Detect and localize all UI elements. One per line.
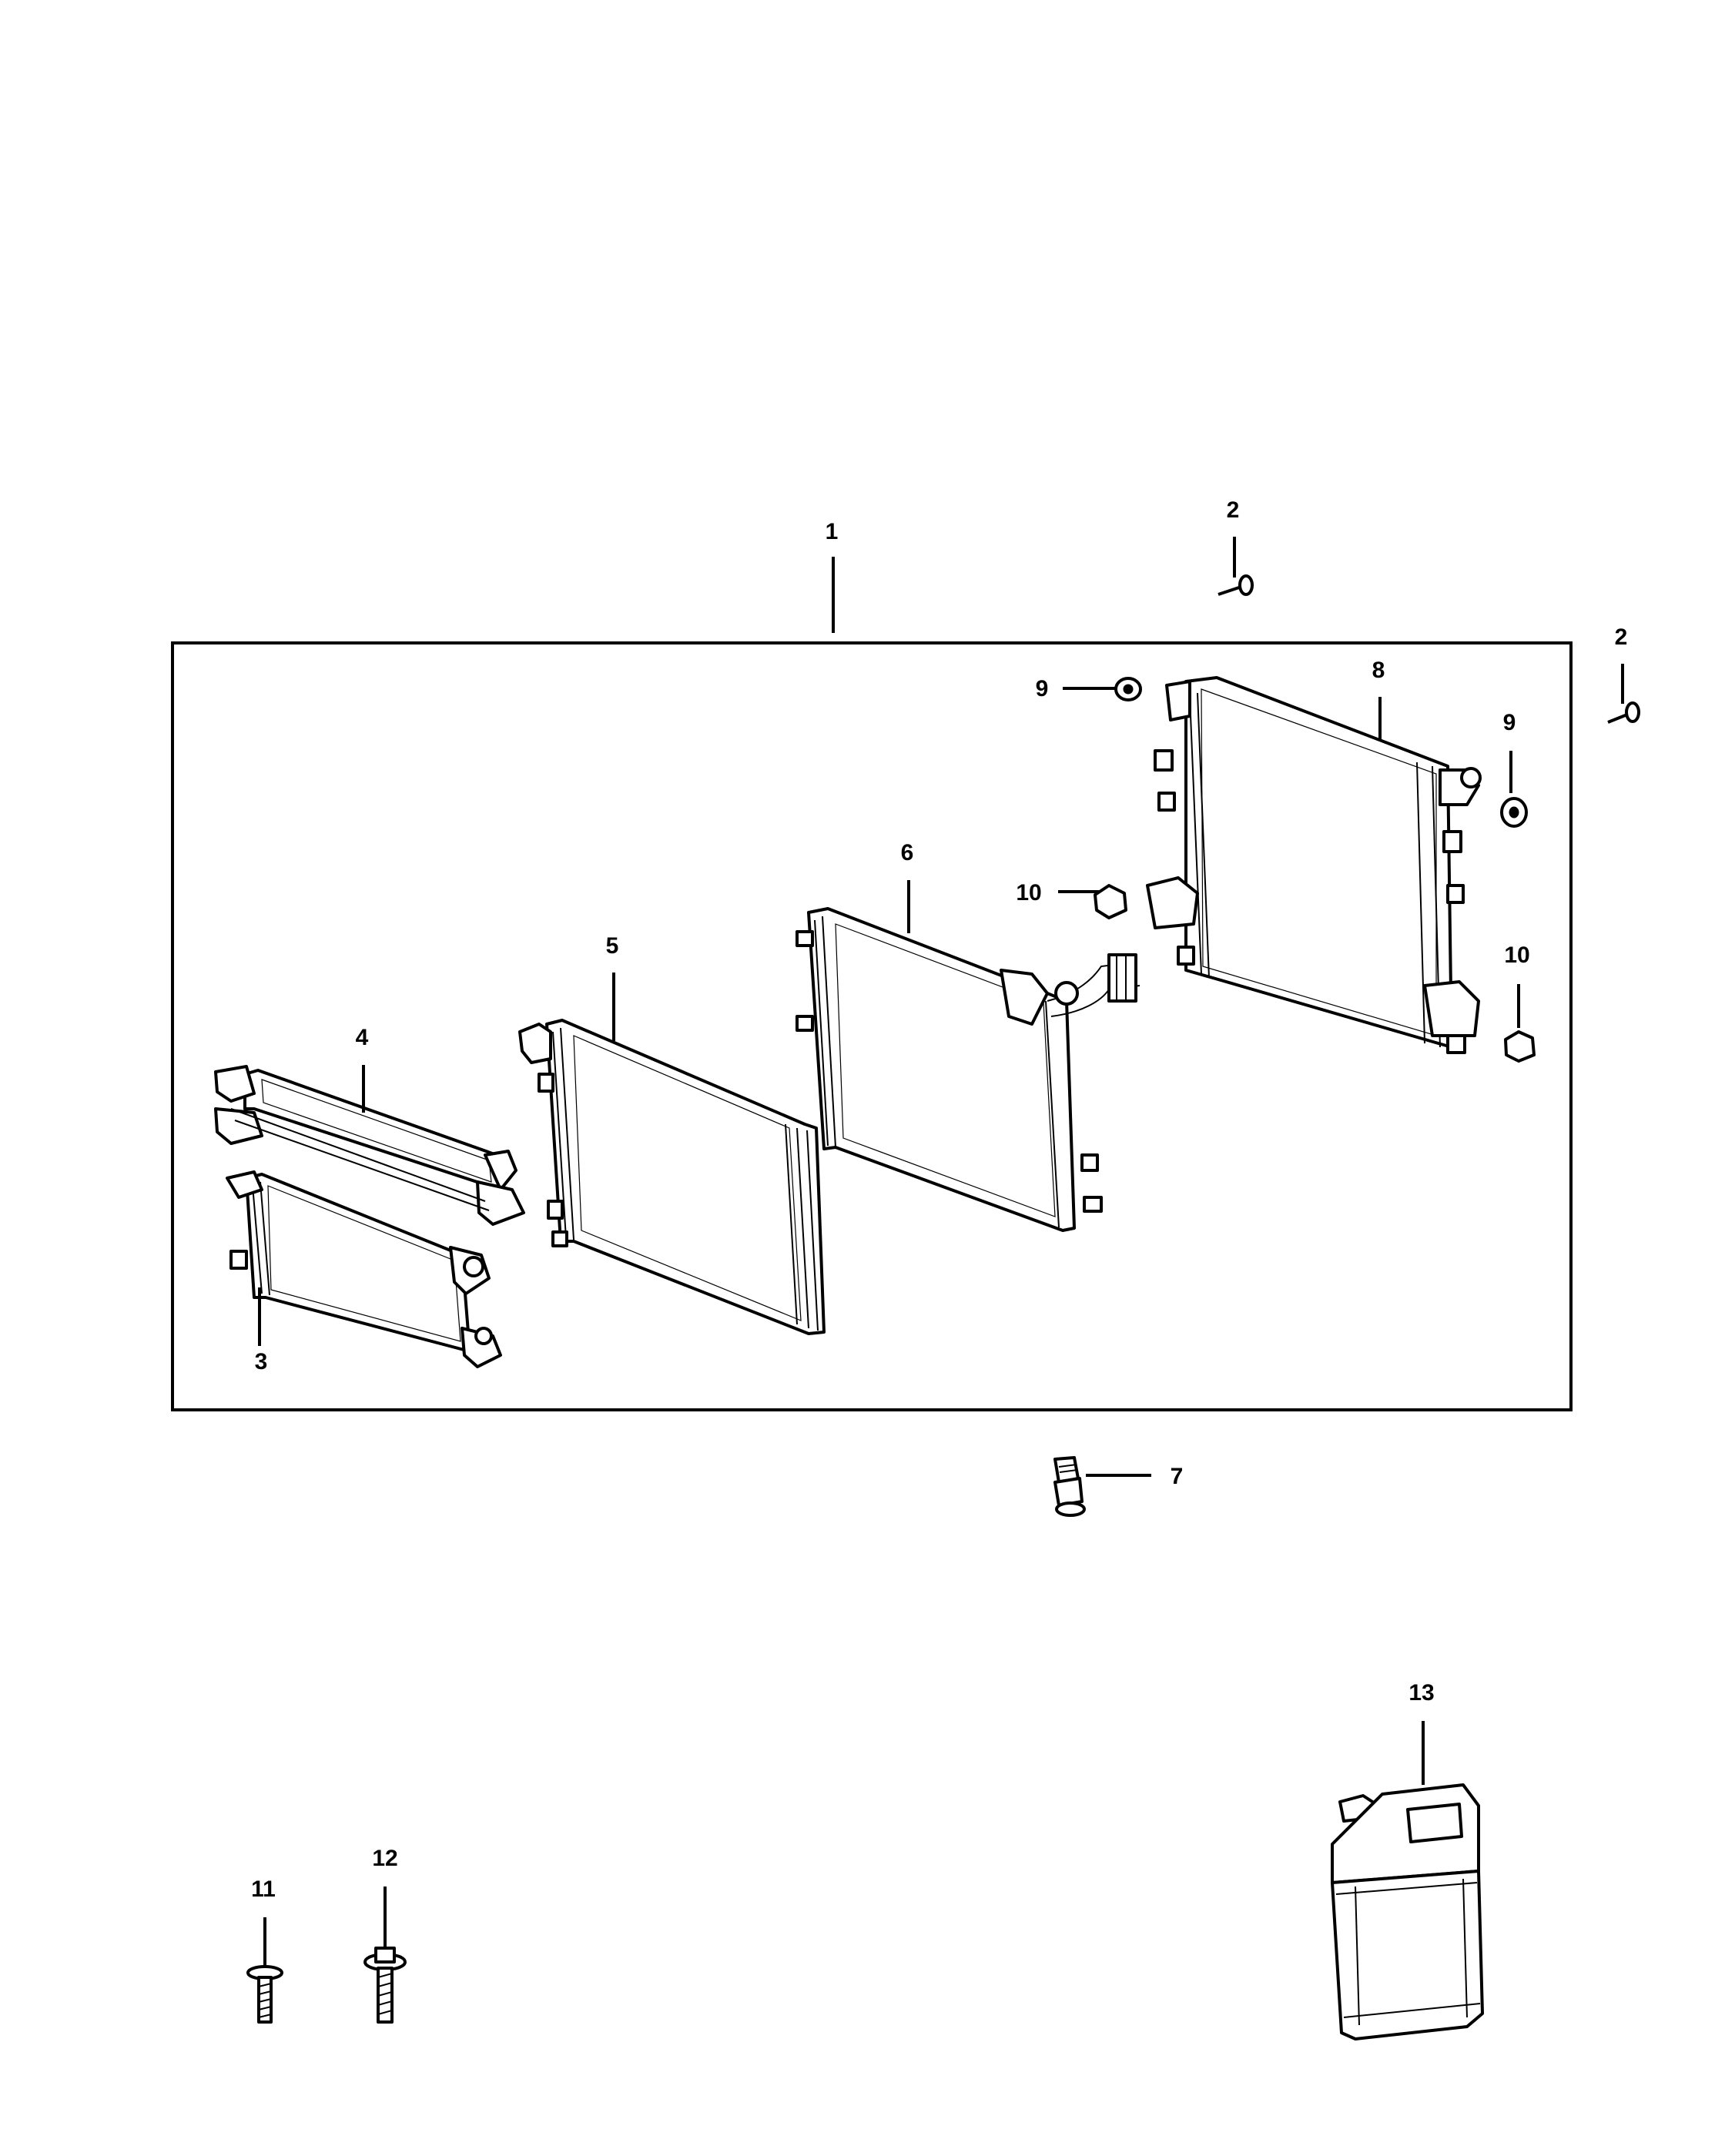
- callout-10-right[interactable]: 10: [1504, 942, 1529, 968]
- isolator-icon-right: [1500, 797, 1528, 828]
- clip-nut-icon-right: [1504, 1030, 1536, 1063]
- oil-cooler-upper-icon: [214, 1065, 525, 1226]
- drain-cock-icon: [1053, 1456, 1086, 1517]
- bolt-icon-12: [363, 1947, 407, 2024]
- callout-3[interactable]: 3: [255, 1349, 268, 1374]
- callout-8[interactable]: 8: [1372, 658, 1385, 683]
- isolator-icon-top: [1114, 677, 1142, 701]
- screw-icon-11: [246, 1965, 283, 2024]
- radiator-icon: [1146, 676, 1482, 1054]
- callout-1[interactable]: 1: [826, 519, 839, 544]
- callout-5[interactable]: 5: [606, 933, 619, 959]
- condenser-icon: [796, 907, 1141, 1232]
- clip-nut-icon-center: [1094, 884, 1127, 919]
- callout-11[interactable]: 11: [251, 1876, 276, 1902]
- callout-6[interactable]: 6: [901, 840, 914, 865]
- coolant-jug-icon: [1331, 1783, 1484, 2040]
- push-pin-icon-right: [1607, 701, 1640, 724]
- aux-cooler-lower-icon: [226, 1170, 502, 1368]
- callout-13[interactable]: 13: [1408, 1680, 1434, 1706]
- callout-10-center[interactable]: 10: [1016, 880, 1041, 906]
- callout-7[interactable]: 7: [1171, 1464, 1184, 1489]
- callout-4[interactable]: 4: [356, 1025, 369, 1050]
- push-pin-icon-top: [1218, 574, 1254, 596]
- callout-12[interactable]: 12: [372, 1846, 397, 1871]
- cooler-core-icon: [518, 1019, 826, 1335]
- assembly-box: [171, 641, 1573, 1411]
- callout-2-right[interactable]: 2: [1615, 624, 1628, 650]
- callout-9-right[interactable]: 9: [1503, 710, 1516, 735]
- callout-9-left[interactable]: 9: [1036, 676, 1049, 701]
- callout-2-top[interactable]: 2: [1227, 497, 1240, 523]
